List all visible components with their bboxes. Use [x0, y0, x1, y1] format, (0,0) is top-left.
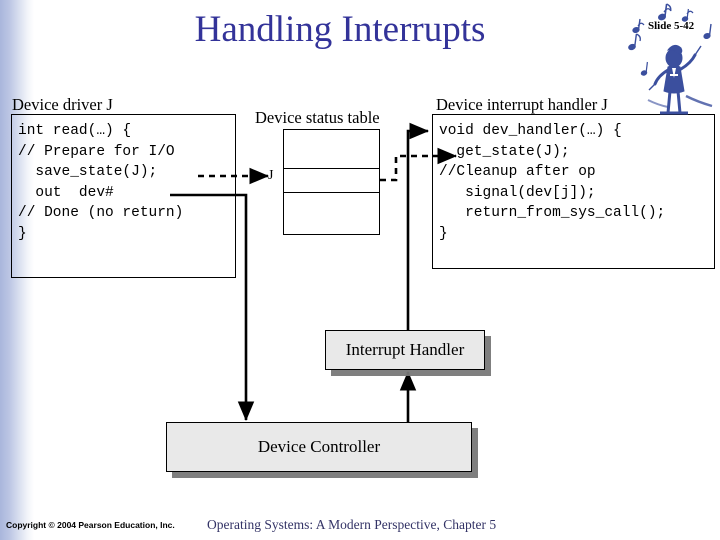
interrupt-handler-block: Interrupt Handler [325, 330, 485, 370]
interrupt-handler-code-box: void dev_handler(…) { get_state(J); //Cl… [432, 114, 715, 269]
music-conductor-icon [628, 3, 713, 115]
page-title: Handling Interrupts [194, 9, 486, 50]
copyright-notice: Copyright © 2004 Pearson Education, Inc. [6, 520, 175, 530]
arrow-interrupt-handler-to-handler-code [406, 122, 430, 330]
device-driver-caption: Device driver J [12, 95, 113, 114]
device-driver-code-box: int read(…) { // Prepare for I/O save_st… [11, 114, 236, 278]
device-status-table [283, 129, 380, 235]
interrupt-handler-block-label: Interrupt Handler [345, 340, 465, 359]
left-accent-stripe [0, 0, 34, 540]
device-controller-block: Device Controller [166, 422, 472, 472]
slide-number-badge: Slide 5-42 [648, 20, 695, 32]
footer-book-title: Operating Systems: A Modern Perspective,… [207, 517, 497, 532]
table-row-divider-2 [284, 192, 379, 193]
status-table-entry-label: J [268, 168, 274, 183]
table-row-divider-1 [284, 168, 379, 169]
device-controller-block-label: Device Controller [257, 437, 381, 456]
status-table-caption: Device status table [255, 108, 380, 127]
interrupt-handler-caption: Device interrupt handler J [436, 95, 608, 114]
